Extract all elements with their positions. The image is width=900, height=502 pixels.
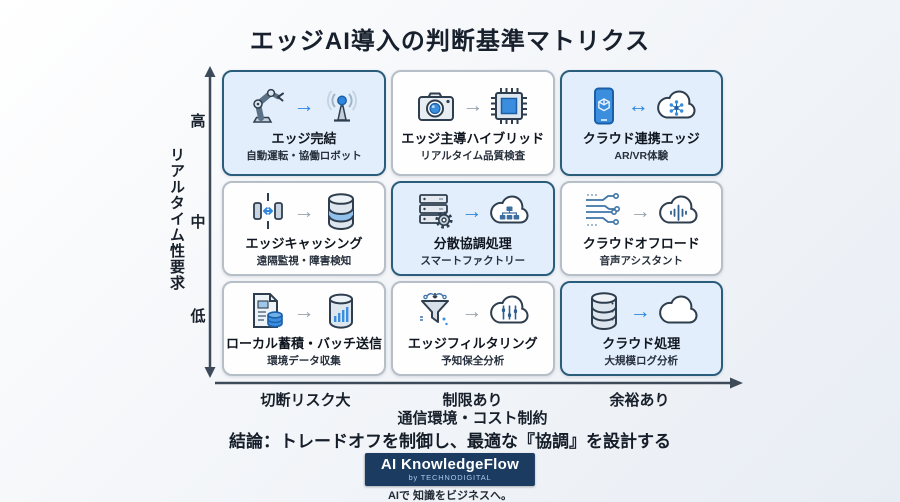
conclusion-text: 結論：トレードオフを制御し、最適な『協調』を設計する	[229, 432, 671, 451]
flow-arrow: →	[461, 199, 483, 223]
robot-arm-icon	[246, 84, 290, 128]
document-database-icon	[246, 289, 290, 333]
cell-use-case: 自動運転・協働ロボット	[246, 149, 362, 162]
database-chart-icon	[319, 289, 363, 333]
database-icon	[319, 189, 363, 233]
x-axis-arrow	[215, 377, 743, 389]
brand-tagline: AIで 知識をビジネスへ。	[387, 490, 513, 502]
x-axis-tick-limited: 制限あり	[442, 392, 503, 409]
page-title: エッジAI導入の判断基準マトリクス	[249, 28, 651, 55]
flow-arrow: →	[629, 299, 651, 323]
cell-use-case: 予知保全分析	[441, 355, 505, 367]
brand-logo: AI KnowledgeFlow by TECHNODIGITAL	[364, 453, 536, 486]
x-axis-ticks: 切断リスク大 制限あり 余裕あり	[222, 389, 723, 410]
matrix-cell-edge-complete: → エッジ完結 自動運転・協働ロボット	[222, 70, 387, 176]
circuit-icon	[582, 189, 626, 233]
flow-arrow: →	[461, 299, 483, 323]
cell-use-case: 大規模ログ分析	[604, 355, 679, 367]
cloud-sliders-icon	[486, 289, 532, 333]
database-icon	[582, 289, 626, 333]
cell-title: ローカル蓄積・バッチ送信	[226, 336, 383, 351]
flow-arrow: →	[462, 94, 484, 117]
flow-arrow: →	[293, 94, 315, 117]
y-axis-title: リアルタイム性要求	[168, 147, 185, 291]
matrix-cell-local-batch: → ローカル蓄積・バッチ送信 環境データ収集	[222, 281, 387, 376]
cloud-audio-icon	[655, 189, 701, 233]
cloud-hierarchy-icon	[486, 189, 532, 233]
cell-use-case: 音声アシスタント	[599, 255, 684, 267]
matrix-cell-cloud-offload: → クラウドオフロード 音声アシスタント	[559, 181, 723, 276]
y-axis-arrow	[204, 66, 216, 378]
cache-sync-icon	[246, 189, 290, 233]
brand-name: AI KnowledgeFlow	[380, 456, 520, 473]
matrix-cell-cloud-processing: → クラウド処理 大規模ログ分析	[559, 281, 723, 376]
cell-title: クラウドオフロード	[582, 236, 700, 251]
y-axis-tick-low: 低	[190, 308, 206, 325]
camera-icon	[414, 84, 458, 128]
cell-title: エッジフィルタリング	[407, 336, 538, 351]
flow-arrow: →	[629, 199, 651, 223]
matrix-cell-edge-filtering: →	[391, 281, 555, 376]
y-axis-tick-mid: 中	[190, 214, 206, 231]
cell-use-case: スマートファクトリー	[420, 255, 526, 267]
cloud-icon	[655, 289, 701, 333]
smartphone-icon	[584, 84, 624, 128]
chip-icon	[487, 84, 531, 128]
cell-title: エッジ主導ハイブリッド	[401, 130, 545, 146]
cell-title: クラウド連携エッジ	[582, 130, 700, 146]
cell-title: 分散協調処理	[433, 236, 512, 251]
server-gear-icon	[413, 189, 457, 233]
y-axis-tick-high: 高	[190, 113, 206, 130]
x-axis-tick-disconnect: 切断リスク大	[260, 392, 351, 409]
x-axis-title: 通信環境・コスト制約	[397, 410, 548, 427]
matrix-cell-edge-led-hybrid: → エッジ主導ハイブリッド リアルタイム品質検査	[391, 70, 555, 176]
flow-arrow: ↔	[627, 94, 649, 117]
cell-title: エッジ完結	[271, 130, 337, 146]
cell-use-case: 遠隔監視・障害検知	[256, 255, 352, 267]
cloud-network-icon	[653, 84, 699, 128]
matrix-cell-cloud-linked-edge: ↔	[559, 70, 723, 176]
cell-use-case: リアルタイム品質検査	[420, 149, 526, 162]
x-axis-tick-ample: 余裕あり	[609, 392, 670, 409]
cell-use-case: 環境データ収集	[267, 355, 341, 367]
funnel-icon	[413, 289, 457, 333]
flow-arrow: →	[293, 299, 315, 323]
matrix-cell-distributed-cooperation: → 分散協調処理 スマートファクトリー	[391, 181, 555, 276]
brand-byline: by TECHNODIGITAL	[408, 473, 492, 482]
cell-title: クラウド処理	[602, 336, 681, 351]
antenna-icon	[319, 84, 363, 128]
flow-arrow: →	[293, 199, 315, 223]
matrix-grid: → エッジ完結 自動運転・協働ロボット	[222, 70, 723, 376]
cell-title: エッジキャッシング	[245, 236, 363, 251]
cell-use-case: AR/VR体験	[614, 149, 669, 162]
matrix-cell-edge-caching: → エッジキャッシング 遠隔監視・障害検知	[222, 181, 387, 276]
